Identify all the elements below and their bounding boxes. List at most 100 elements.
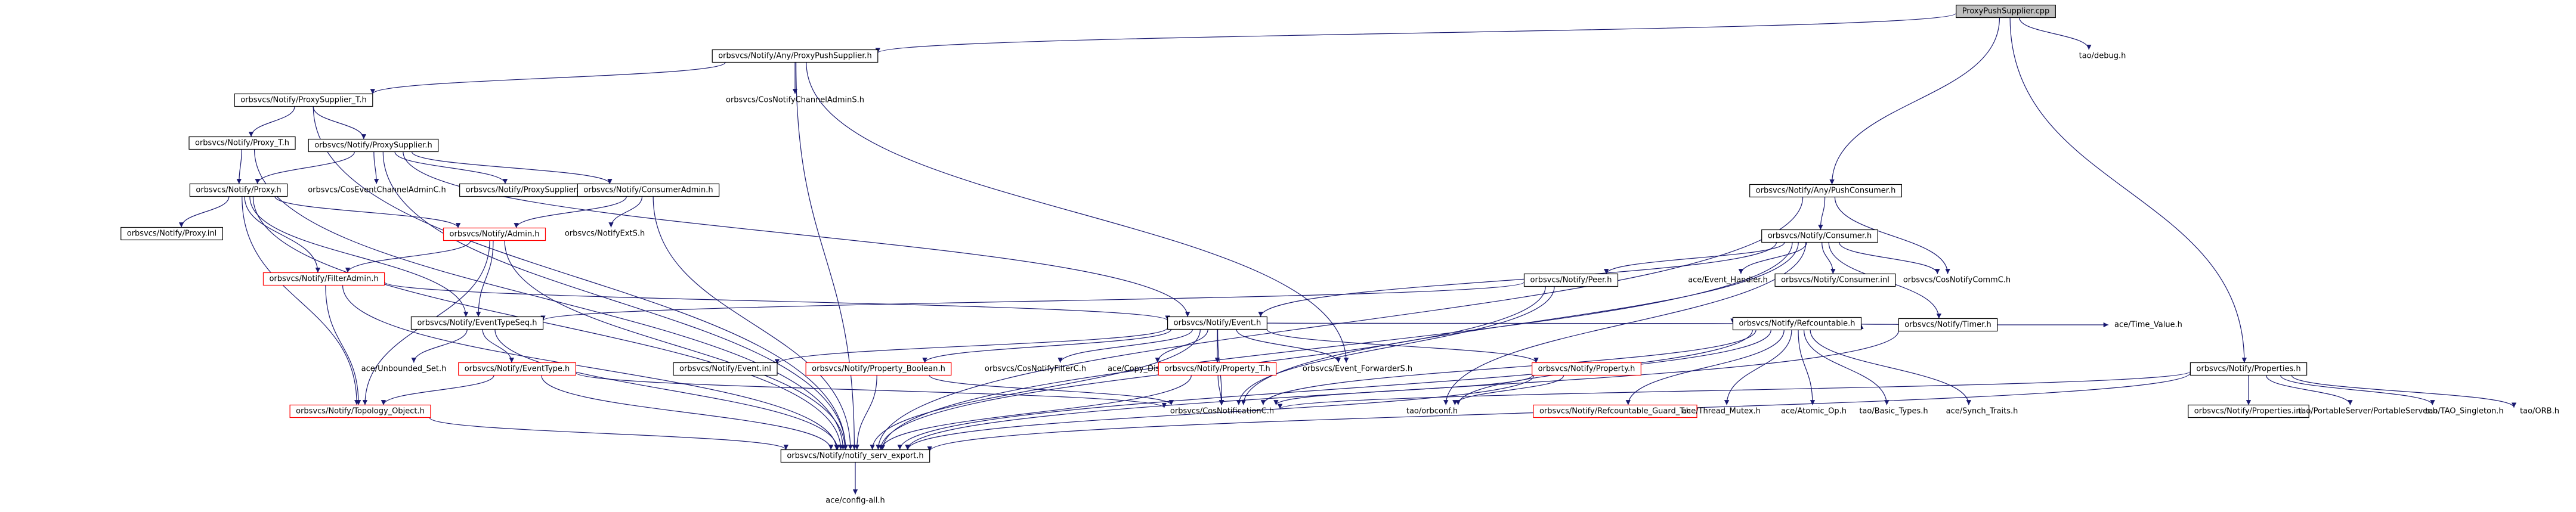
graph-node-anyproxypushsupplier[interactable]: orbsvcs/Notify/Any/ProxyPushSupplier.h (712, 49, 879, 63)
graph-edge-filteradmin-to-topologyobject (325, 285, 361, 405)
graph-node-property[interactable]: orbsvcs/Notify/Property.h (1532, 362, 1641, 376)
graph-node-configall: ace/config-all.h (825, 497, 885, 505)
graph-node-cosnotificationc: orbsvcs/CosNotificationC.h (1170, 407, 1274, 416)
graph-edge-peer-to-eventtypeseq (540, 281, 1525, 321)
graph-node-cosnotifycommc: orbsvcs/CosNotifyCommC.h (1903, 276, 2011, 285)
graph-edge-consumer-to-peer (1604, 242, 1785, 274)
graph-node-proxysuppliert[interactable]: orbsvcs/Notify/ProxySupplier_T.h (234, 93, 373, 107)
graph-node-proxy[interactable]: orbsvcs/Notify/Proxy.h (189, 183, 288, 197)
graph-edge-proxy-to-admin (274, 196, 461, 228)
graph-node-consumeradmin[interactable]: orbsvcs/Notify/ConsumerAdmin.h (577, 183, 720, 197)
graph-node-label: orbsvcs/Notify/Properties.h (2196, 365, 2300, 374)
graph-node-box (2190, 362, 2308, 376)
graph-node-root[interactable]: ProxyPushSupplier.cpp (1956, 4, 2056, 18)
graph-node-synchtraits: ace/Synch_Traits.h (1946, 407, 2018, 416)
graph-edge-proxy-to-filteradmin (244, 196, 321, 273)
graph-node-box (1532, 362, 1641, 376)
graph-edge-admin-to-notifyservexport (504, 240, 848, 450)
graph-node-box (1774, 273, 1896, 287)
graph-node-label: orbsvcs/Notify/Property.h (1538, 365, 1635, 374)
graph-node-refcountableguardt[interactable]: orbsvcs/Notify/Refcountable_Guard_T.h (1533, 404, 1697, 418)
graph-node-taosingleton: tao/TAO_Singleton.h (2425, 407, 2503, 416)
graph-node-label: tao/ORB.h (2520, 407, 2559, 416)
graph-node-label: orbsvcs/CosNotifyChannelAdminS.h (726, 96, 864, 105)
graph-node-label: orbsvcs/Notify/Timer.h (1904, 321, 1991, 330)
graph-edge-proxysuppliert-to-proxysupplier (313, 106, 367, 139)
graph-node-topologyobject[interactable]: orbsvcs/Notify/Topology_Object.h (289, 404, 431, 418)
graph-node-label: orbsvcs/Notify/Proxy.h (196, 186, 281, 195)
edges-layer (178, 13, 2517, 495)
graph-edge-eventtypeseq-to-eventtype (482, 329, 515, 363)
graph-edge-propertyt-to-notifyservexport (879, 375, 1192, 450)
graph-node-box (577, 183, 720, 197)
graph-node-unboundedset: ace/Unbounded_Set.h (361, 365, 447, 374)
graph-node-eventtypeseq[interactable]: orbsvcs/Notify/EventTypeSeq.h (410, 316, 544, 330)
graph-node-anypushconsumer[interactable]: orbsvcs/Notify/Any/PushConsumer.h (1749, 184, 1902, 198)
graph-node-portableserver: tao/PortableServer/PortableServer.h (2298, 407, 2437, 416)
graph-node-admin[interactable]: orbsvcs/Notify/Admin.h (443, 227, 546, 241)
graph-node-label: orbsvcs/Notify/Consumer.h (1768, 232, 1872, 241)
graph-node-propertyboolean[interactable]: orbsvcs/Notify/Property_Boolean.h (805, 362, 952, 376)
graph-edge-property-to-taoorbconf (1452, 375, 1564, 405)
graph-node-eventtype[interactable]: orbsvcs/Notify/EventType.h (458, 362, 576, 376)
graph-node-box (189, 183, 288, 197)
graph-node-peer[interactable]: orbsvcs/Notify/Peer.h (1523, 273, 1619, 287)
graph-node-properties[interactable]: orbsvcs/Notify/Properties.h (2190, 362, 2308, 376)
graph-edge-properties-to-taoorb (2291, 375, 2517, 408)
graph-edge-event-to-eventforwarders (1236, 329, 1341, 363)
graph-edge-anyproxypushsupplier-to-notifyservexport (795, 62, 857, 450)
graph-edge-proxysupplier-to-consumeradmin (411, 151, 613, 184)
graph-node-label: orbsvcs/Event_ForwarderS.h (1303, 365, 1412, 374)
graph-edge-eventtypeseq-to-notifyservexport (494, 329, 840, 450)
graph-edge-proxysupplier-to-event (403, 151, 1190, 317)
graph-node-box (780, 449, 930, 463)
graph-node-box (188, 136, 296, 150)
graph-edge-filteradmin-to-notifyservexport (342, 285, 839, 450)
graph-node-box (120, 226, 223, 241)
graph-edge-refcountable-to-atomicop (1798, 330, 1816, 405)
graph-node-label: orbsvcs/Notify/Properties.inl (2194, 407, 2303, 416)
graph-edge-refcountable-to-refcountableguardt (1625, 330, 1785, 405)
graph-node-event[interactable]: orbsvcs/Notify/Event.h (1167, 316, 1267, 330)
graph-node-eventinl[interactable]: orbsvcs/Notify/Event.inl (673, 362, 778, 376)
graph-node-consumerinl[interactable]: orbsvcs/Notify/Consumer.inl (1774, 273, 1896, 287)
graph-node-label: ace/Event_Handler.h (1688, 276, 1768, 285)
graph-node-label: orbsvcs/Notify/Property_T.h (1164, 365, 1270, 374)
graph-node-proxysupplierinl[interactable]: orbsvcs/Notify/ProxySupplier.inl (459, 183, 594, 197)
graph-node-label: orbsvcs/Notify/Admin.h (450, 230, 540, 239)
graph-node-box (712, 49, 879, 63)
graph-edge-proxysupplier-to-proxysupplierinl (394, 151, 508, 184)
graph-node-box (308, 138, 439, 153)
graph-node-label: orbsvcs/Notify/Proxy.inl (127, 229, 217, 238)
graph-node-box (805, 362, 952, 376)
graph-node-label: orbsvcs/Notify/Peer.h (1530, 276, 1612, 285)
graph-node-refcountable[interactable]: orbsvcs/Notify/Refcountable.h (1732, 316, 1862, 331)
graph-node-proxyinl[interactable]: orbsvcs/Notify/Proxy.inl (120, 226, 223, 241)
graph-node-timevalue: ace/Time_Value.h (2114, 321, 2182, 330)
graph-node-coseventchanneladminc: orbsvcs/CosEventChannelAdminC.h (308, 186, 446, 195)
graph-node-box (262, 272, 385, 286)
graph-node-proxyt[interactable]: orbsvcs/Notify/Proxy_T.h (188, 136, 296, 150)
graph-node-label: ace/Thread_Mutex.h (1682, 407, 1761, 416)
graph-node-propertyt[interactable]: orbsvcs/Notify/Property_T.h (1158, 362, 1277, 376)
graph-node-propertiesinl[interactable]: orbsvcs/Notify/Properties.inl (2188, 404, 2309, 418)
graph-node-filteradmin[interactable]: orbsvcs/Notify/FilterAdmin.h (262, 272, 385, 286)
graph-edge-admin-to-filteradmin (345, 240, 471, 273)
graph-node-label: tao/debug.h (2079, 52, 2126, 61)
graph-edge-proxyt-to-notifyservexport (253, 149, 846, 450)
graph-node-proxysupplier[interactable]: orbsvcs/Notify/ProxySupplier.h (308, 138, 439, 153)
graph-edge-proxysuppliert-to-proxyt (248, 106, 295, 137)
graph-edge-anyproxypushsupplier-to-proxysuppliert (370, 61, 726, 95)
graph-edge-refcountable-to-cosnotificationc (1260, 330, 1756, 405)
graph-edge-consumer-to-event (1258, 242, 1777, 317)
graph-node-label: orbsvcs/Notify/notify_serv_export.h (787, 452, 923, 461)
graph-node-timer[interactable]: orbsvcs/Notify/Timer.h (1898, 318, 1998, 332)
graph-node-box (1167, 316, 1267, 330)
graph-edge-consumeradmin-to-notifyexts (608, 196, 643, 228)
graph-node-consumer[interactable]: orbsvcs/Notify/Consumer.h (1761, 229, 1878, 243)
graph-node-label: orbsvcs/Notify/Consumer.inl (1781, 276, 1890, 285)
graph-node-atomicop: ace/Atomic_Op.h (1781, 407, 1847, 416)
graph-node-notifyservexport[interactable]: orbsvcs/Notify/notify_serv_export.h (780, 449, 930, 463)
graph-node-box (673, 362, 778, 376)
